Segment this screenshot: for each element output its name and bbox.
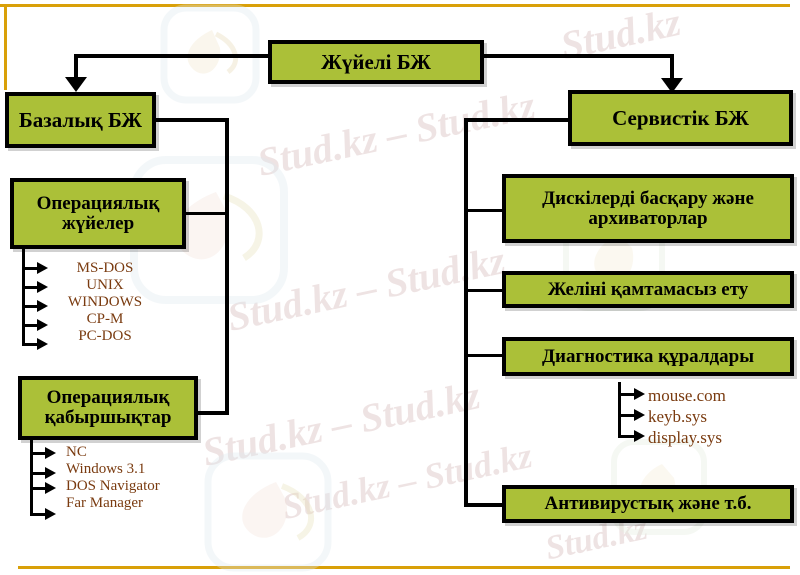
node-label: Дискілерді басқару және архиваторлар [542,187,754,229]
leaf-item: display.sys [648,428,722,447]
shell-leaf-stem [30,472,46,475]
os-leaf-arrow [37,319,48,331]
frame-bottom-rule [18,566,790,569]
os-leaf-list: MS-DOS UNIX WINDOWS CP-M PC-DOS [55,260,155,345]
os-leaf-stem [22,267,38,270]
frame-top-rule [0,4,790,7]
leaf-item: CP-M [86,311,124,327]
watermark-text: Stud.kz – Stud.kz [253,82,539,185]
leaf-item: NC [66,444,87,460]
arrow-to-right-root [661,78,683,93]
watermark-text: Stud.kz – Stud.kz [198,372,484,475]
node-label: Сервистік БЖ [612,105,749,130]
leaf-item: mouse.com [648,386,726,405]
node-label: Желіні қамтамасыз ету [547,278,749,300]
connector-root-to-left [74,54,274,58]
diag-leaf-stem [618,414,635,417]
shell-leaf-spine [30,440,33,515]
left-trunk-stub-os [183,212,229,215]
right-trunk-stub-disk [464,209,504,212]
node-label: Базалық БЖ [18,107,143,132]
leaf-item: DOS Navigator [66,478,160,494]
node-label: Операциялық жүйелер [36,192,160,234]
watermark-text: Stud.kz [556,0,685,69]
shell-leaf-stem [30,452,46,455]
diag-leaf-list: mouse.com keyb.sys display.sys [648,385,726,448]
node-disk-management-archivers[interactable]: Дискілерді басқару және архиваторлар [502,174,794,243]
leaf-item: PC-DOS [78,328,132,344]
node-label: Антивирустық және т.б. [544,493,752,515]
left-trunk-stub-shell [196,411,229,415]
leaf-item: Far Manager [66,495,144,511]
os-leaf-stem [22,305,38,308]
right-trunk-stub-net [464,289,504,292]
diag-leaf-arrow [634,409,645,421]
diag-leaf-arrow [634,388,645,400]
leaf-item: WINDOWS [67,294,143,310]
node-system-software[interactable]: Жүйелі БЖ [268,40,484,84]
right-trunk-stub-root [464,118,570,122]
node-diagnostic-tools[interactable]: Диагностика құралдары [502,337,794,376]
flower-watermark [204,452,332,572]
node-operating-systems[interactable]: Операциялық жүйелер [10,178,186,249]
shell-leaf-stem [30,513,46,516]
connector-root-to-right [484,54,674,58]
shell-leaf-arrow [45,467,56,479]
leaf-item: UNIX [86,277,124,293]
diag-leaf-spine [618,382,621,438]
shell-leaf-stem [30,487,46,490]
leaf-item: Windows 3.1 [66,461,146,477]
diag-leaf-stem [618,393,635,396]
os-leaf-arrow [37,262,48,274]
watermark-text: Stud.kz – Stud.kz [278,435,536,527]
os-leaf-stem [22,286,38,289]
diag-leaf-stem [618,435,635,438]
shell-leaf-arrow [45,447,56,459]
diag-leaf-arrow [634,430,645,442]
right-trunk-vertical [464,118,468,506]
arrow-to-left-root [65,77,87,92]
node-service-software[interactable]: Сервистік БЖ [568,90,793,146]
node-network-support[interactable]: Желіні қамтамасыз ету [502,271,794,308]
os-leaf-stem [22,324,38,327]
os-leaf-arrow [37,300,48,312]
right-trunk-stub-antivirus [464,503,504,507]
os-leaf-arrow [37,338,48,350]
node-label: Операциялық қабыршықтар [44,387,172,428]
left-trunk-vertical [225,118,229,414]
left-trunk-stub-top [153,118,229,122]
node-label: Жүйелі БЖ [321,49,431,74]
shell-leaf-arrow [45,482,56,494]
os-leaf-arrow [37,281,48,293]
node-operating-shells[interactable]: Операциялық қабыршықтар [18,376,198,440]
leaf-item: keyb.sys [648,407,708,426]
shell-leaf-arrow [45,508,56,520]
connector-root-to-left-drop [74,54,78,79]
node-antivirus-etc[interactable]: Антивирустық және т.б. [502,485,794,523]
node-basic-software[interactable]: Базалық БЖ [5,92,156,148]
frame-left-rule [4,4,7,90]
os-leaf-stem [22,343,38,346]
node-label: Диагностика құралдары [541,345,755,367]
right-trunk-stub-diag [464,354,504,357]
shell-leaf-list: NC Windows 3.1 DOS Navigator Far Manager [66,444,160,512]
leaf-item: MS-DOS [76,260,134,276]
os-leaf-spine [22,249,25,344]
connector-root-to-right-drop [670,54,674,80]
